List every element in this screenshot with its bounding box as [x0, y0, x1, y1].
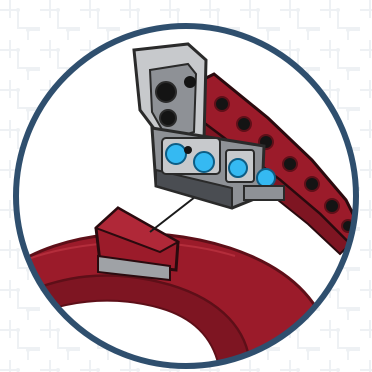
- instruction-callout: [0, 0, 372, 372]
- callout-illustration: [0, 0, 372, 372]
